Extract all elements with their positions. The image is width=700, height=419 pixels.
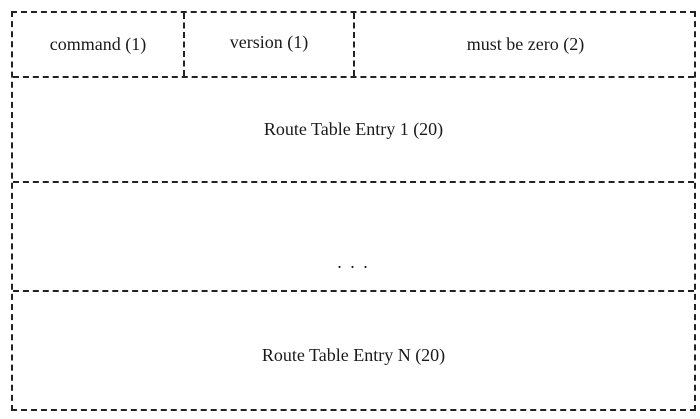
must-be-zero-field: must be zero (2): [355, 13, 696, 76]
version-field-label: version (1): [229, 32, 309, 52]
header-row: command (1) version (1) must be zero (2): [13, 13, 694, 76]
must-be-zero-field-label: must be zero (2): [466, 34, 585, 54]
command-field: command (1): [13, 13, 185, 76]
route-table-entry-1-label: Route Table Entry 1 (20): [263, 119, 444, 139]
version-field: version (1): [185, 13, 355, 76]
ellipsis-label: . . .: [337, 252, 370, 272]
route-table-entry-1-row: Route Table Entry 1 (20): [13, 76, 694, 183]
route-table-entry-n-row: Route Table Entry N (20): [13, 290, 694, 411]
command-field-label: command (1): [49, 34, 147, 54]
ellipsis-row: . . .: [13, 181, 694, 291]
route-table-entry-n-label: Route Table Entry N (20): [261, 345, 446, 365]
packet-format-diagram: command (1) version (1) must be zero (2)…: [11, 11, 696, 411]
